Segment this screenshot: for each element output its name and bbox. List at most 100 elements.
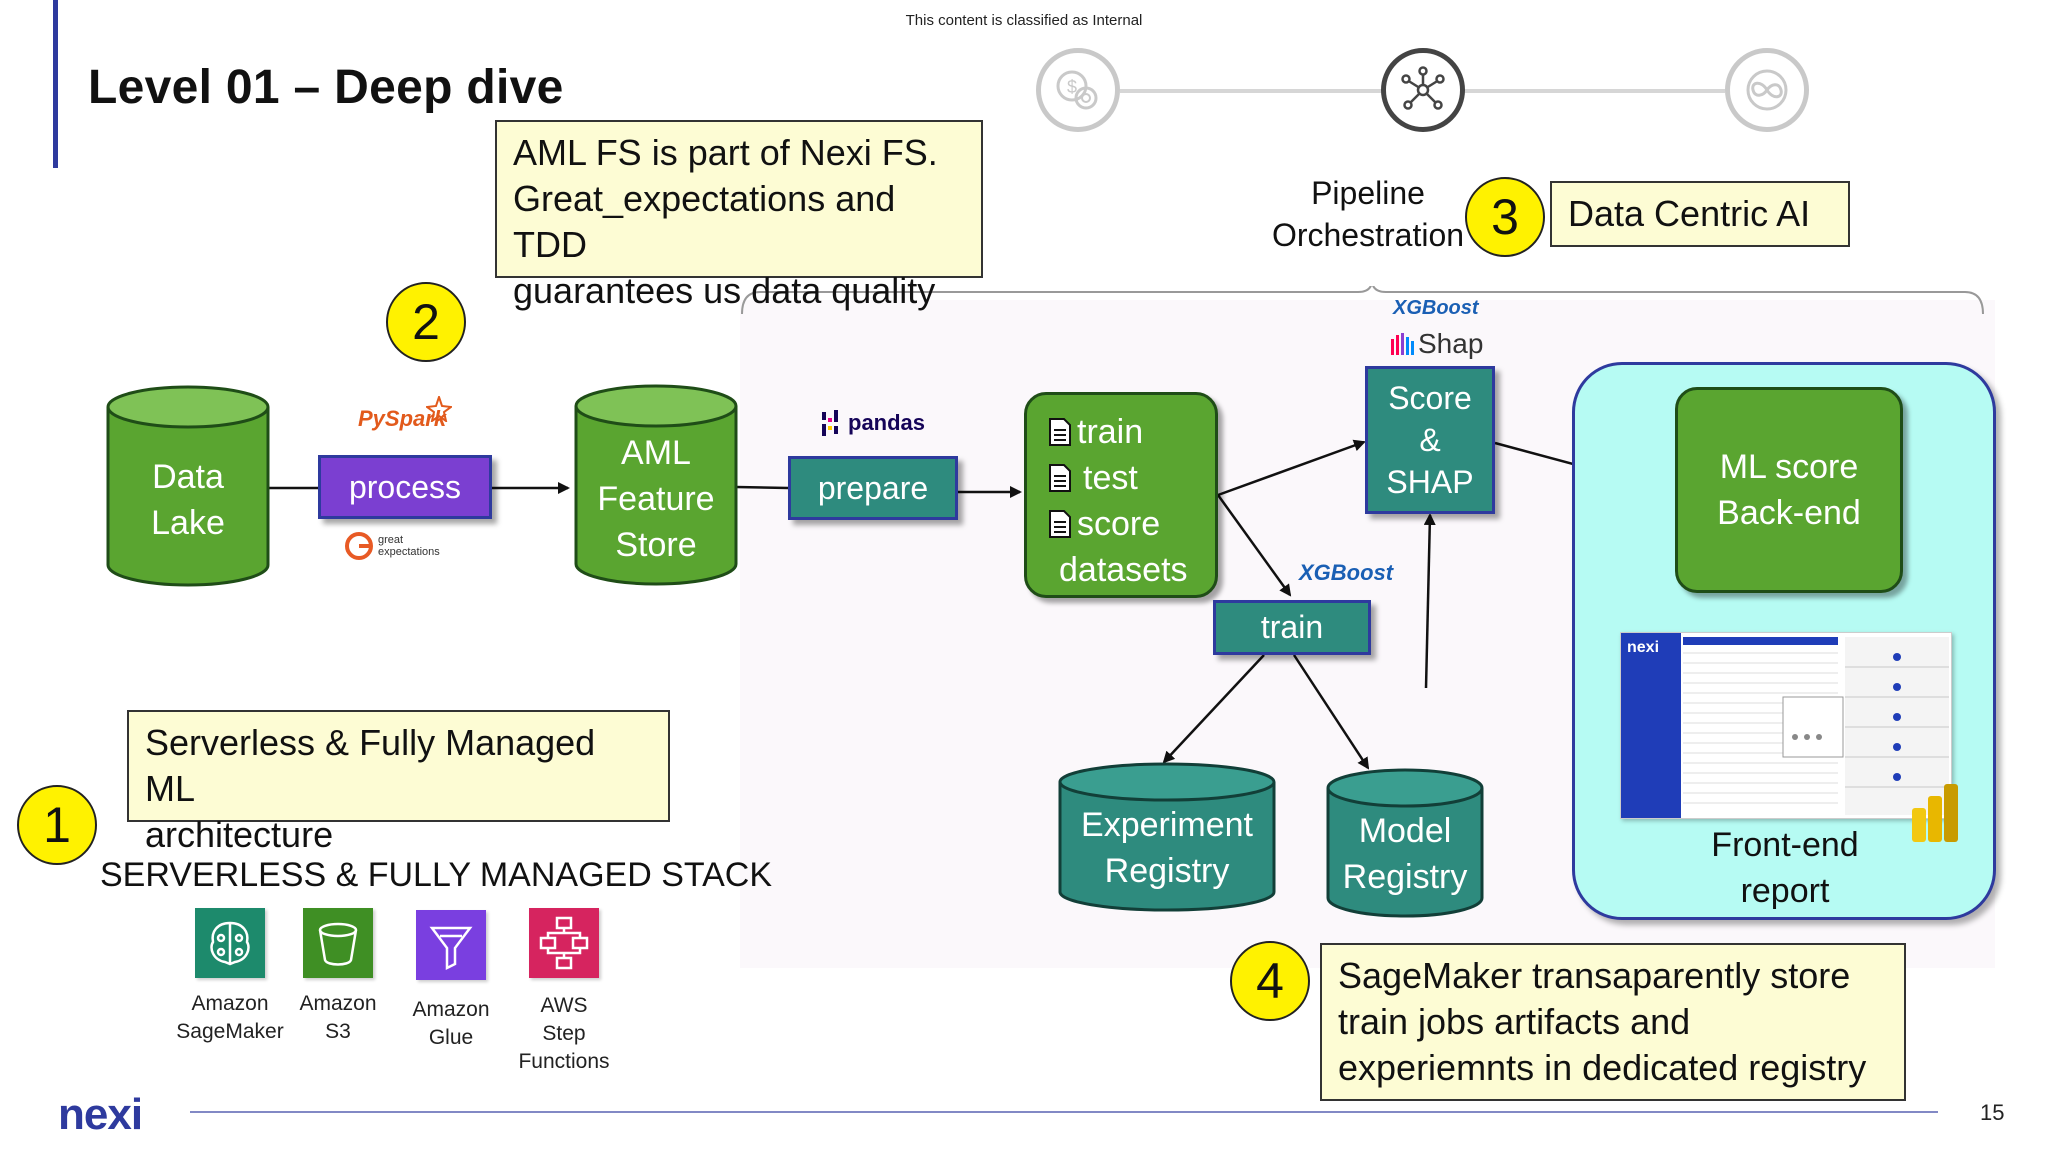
label-line: & [1419, 422, 1441, 458]
label-line: S3 [325, 1020, 351, 1043]
dataset-label: train [1077, 413, 1144, 451]
power-bi-icon [1912, 784, 1958, 842]
label-line: Step [542, 1022, 586, 1045]
report-thumbnail: nexi [1620, 632, 1952, 819]
feature-store-label: AML Feature Store [574, 424, 738, 574]
stage-connector [1120, 89, 1390, 93]
note-line: train jobs artifacts and [1338, 1001, 1691, 1042]
datasets-node: train test score datasets [1024, 392, 1218, 598]
service-sagemaker [195, 908, 265, 983]
prepare-step: prepare [788, 456, 958, 520]
shap-bars-icon [1391, 333, 1414, 355]
label-line: Registry [1342, 858, 1468, 896]
report-nexi-logo: nexi [1627, 639, 1660, 656]
infinity-loop-icon [1746, 69, 1788, 111]
pandas-icon [822, 410, 838, 436]
service-label-step-functions: AWS Step Functions [509, 992, 619, 1076]
label-line: Back-end [1717, 494, 1861, 532]
great-expectations-logo: great expectations [344, 531, 440, 561]
label-line: Orchestration [1271, 217, 1465, 253]
label-line: Glue [428, 1026, 474, 1049]
dataset-label: score [1077, 505, 1161, 543]
label-line: Pipeline [1311, 175, 1425, 211]
label-line: Front-end [1711, 826, 1859, 864]
sagemaker-brain-icon [195, 908, 265, 978]
feature-store-node: AML Feature Store [574, 384, 738, 589]
note-line: Serverless & Fully Managed ML [145, 722, 596, 809]
svg-text:$: $ [1067, 77, 1077, 97]
classification-label: This content is classified as Internal [905, 12, 1143, 29]
label-line: Model [1358, 812, 1452, 850]
service-glue [416, 910, 486, 985]
pipeline-brace [741, 286, 1984, 315]
note-line: Data Centric AI [1568, 193, 1811, 234]
dataset-item-test: test [1049, 455, 1215, 501]
stack-title: SERVERLESS & FULLY MANAGED STACK [100, 856, 773, 894]
label-line: report [1740, 872, 1830, 910]
network-hub-icon [1401, 66, 1445, 110]
label-line: Store [615, 526, 697, 564]
label-line: ML score [1719, 448, 1859, 486]
slide-title: Level 01 – Deep dive [88, 61, 564, 114]
footer-divider [190, 1111, 1938, 1113]
label-line: Score [1388, 380, 1472, 416]
logo-line: expectations [378, 546, 440, 558]
money-coins-icon: $ [1056, 70, 1098, 110]
label-line: Functions [518, 1050, 610, 1073]
label-line: SHAP [1386, 464, 1474, 500]
label-line: Experiment [1081, 806, 1253, 844]
xgboost-logo: XGBoost [1393, 297, 1479, 319]
note-line: guarantees us data quality [513, 270, 936, 311]
service-label-glue: Amazon Glue [396, 996, 506, 1052]
shap-logo: Shap [1390, 328, 1483, 360]
label-line: AML [621, 434, 691, 472]
label-line: Data [152, 458, 224, 496]
s3-bucket-icon [303, 908, 373, 978]
feature-store-cylinder [574, 384, 738, 586]
service-label-s3: Amazon S3 [283, 990, 393, 1046]
report-sidebar: nexi [1621, 633, 1681, 818]
datasets-label: datasets [1059, 551, 1188, 589]
step-number-2: 2 [386, 282, 466, 362]
data-centric-note: Data Centric AI [1550, 181, 1850, 247]
note-line: AML FS is part of Nexi FS. [513, 132, 938, 173]
report-table-icon [1683, 637, 1949, 815]
front-end-label: Front-end report [1680, 822, 1890, 914]
label-line: Feature [597, 480, 715, 518]
label-line: Lake [151, 504, 225, 542]
data-lake-cylinder [106, 385, 270, 587]
spark-star-icon [426, 396, 452, 422]
pandas-logo: pandas [820, 408, 925, 438]
stage-connector [1455, 89, 1725, 93]
note-line: Great_expectations and TDD [513, 178, 896, 265]
shap-wordmark: Shap [1418, 328, 1484, 359]
process-step: process [318, 455, 492, 519]
step-number-1: 1 [17, 785, 97, 865]
dataset-label: test [1083, 459, 1138, 497]
serverless-note: Serverless & Fully Managed ML architectu… [127, 710, 670, 855]
model-registry-cylinder [1326, 768, 1484, 918]
service-s3 [303, 908, 373, 983]
note-line: architecture [145, 814, 334, 855]
document-icon [1049, 418, 1071, 446]
title-accent-bar [53, 0, 58, 168]
label-line: SageMaker [176, 1020, 284, 1043]
aml-fs-note: AML FS is part of Nexi FS. Great_expecta… [495, 120, 983, 311]
dataset-item-score: score [1049, 501, 1215, 547]
xgboost-logo: XGBoost [1299, 560, 1394, 585]
dataset-item-train: train [1049, 409, 1215, 455]
label-line: Registry [1104, 852, 1230, 890]
stage-money-coins: $ [1036, 48, 1120, 132]
experiment-registry-cylinder [1058, 762, 1276, 912]
label-line: Amazon [299, 992, 377, 1015]
stage-infinity-loop [1725, 48, 1809, 132]
nexi-logo: nexi [58, 1090, 143, 1139]
sagemaker-note: SageMaker transaparently store train job… [1320, 943, 1906, 1101]
stage-network-hub [1381, 48, 1465, 132]
